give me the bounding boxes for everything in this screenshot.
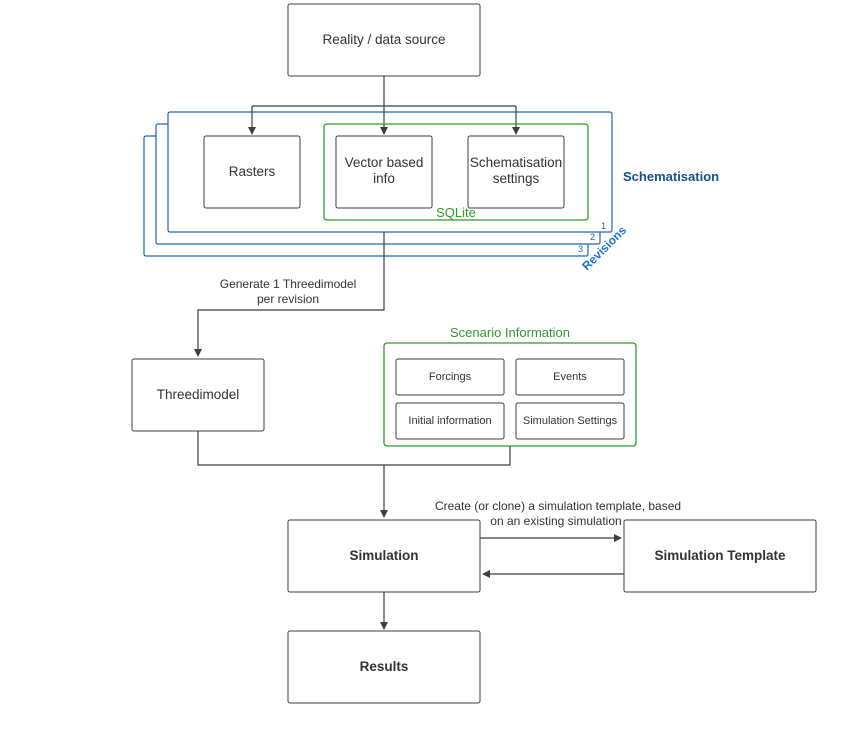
simulation-template-arrows <box>480 534 624 578</box>
simulation-label: Simulation <box>349 548 418 563</box>
forcings-node[interactable]: Forcings <box>395 358 505 396</box>
threedimodel-label: Threedimodel <box>157 387 240 402</box>
initial-information-label: Initial information <box>408 415 491 427</box>
schem-settings-line1: Schematisation <box>470 155 562 170</box>
vector-label-line1: Vector based <box>345 155 424 170</box>
merge-to-simulation-connector <box>197 431 511 518</box>
revision-number-2: 2 <box>590 232 595 242</box>
schem-settings-line2: settings <box>493 171 540 186</box>
sqlite-label: SQLite <box>436 205 476 220</box>
schematisation-settings-node[interactable]: Schematisation settings <box>467 135 565 209</box>
sqlite-group: SQLite <box>323 123 589 221</box>
generate-label-line1: Generate 1 Threedimodel <box>220 277 357 291</box>
forcings-label: Forcings <box>429 371 472 383</box>
results-label: Results <box>360 659 409 674</box>
simulation-settings-label: Simulation Settings <box>523 415 618 427</box>
initial-information-node[interactable]: Initial information <box>395 402 505 440</box>
reality-label: Reality / data source <box>322 32 445 47</box>
rasters-label: Rasters <box>229 164 276 179</box>
simulation-node[interactable]: Simulation <box>287 519 481 593</box>
events-node[interactable]: Events <box>515 358 625 396</box>
simulation-settings-node[interactable]: Simulation Settings <box>515 402 625 440</box>
reality-data-source-node[interactable]: Reality / data source <box>287 3 481 77</box>
vector-based-info-node[interactable]: Vector based info <box>335 135 433 209</box>
revision-to-threedimodel-connector <box>194 232 385 357</box>
results-node[interactable]: Results <box>287 630 481 704</box>
create-template-label-line1: Create (or clone) a simulation template,… <box>435 499 681 513</box>
rasters-node[interactable]: Rasters <box>203 135 301 209</box>
simulation-template-label: Simulation Template <box>654 548 786 563</box>
vector-label-line2: info <box>373 171 395 186</box>
simulation-template-node[interactable]: Simulation Template <box>623 519 817 593</box>
schematisation-label: Schematisation <box>623 169 719 184</box>
generate-label-line2: per revision <box>257 292 319 306</box>
reality-fanout-connectors <box>248 76 520 135</box>
revision-number-1: 1 <box>601 221 606 231</box>
events-label: Events <box>553 371 587 383</box>
create-template-label-line2: on an existing simulation <box>490 514 621 528</box>
threedimodel-node[interactable]: Threedimodel <box>131 358 265 432</box>
scenario-information-label: Scenario Information <box>450 325 570 340</box>
revision-number-3: 3 <box>578 244 583 254</box>
